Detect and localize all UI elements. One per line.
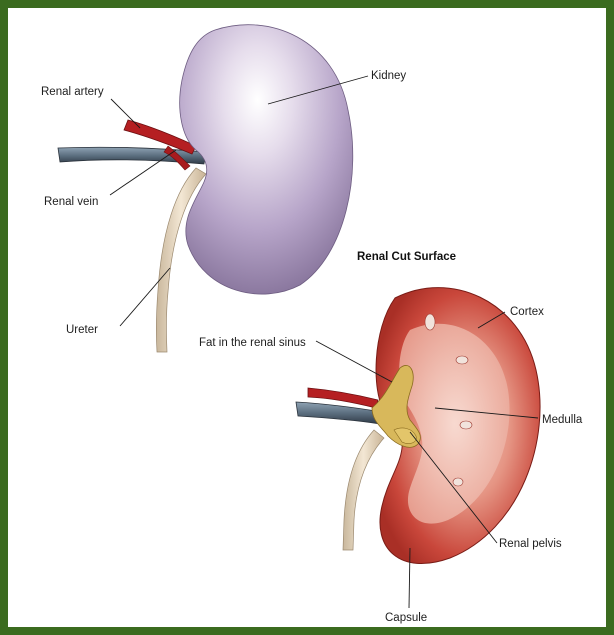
label-fat-renal-sinus: Fat in the renal sinus bbox=[199, 337, 306, 349]
label-ureter: Ureter bbox=[66, 324, 98, 336]
label-renal-vein: Renal vein bbox=[44, 196, 98, 208]
cut-kidney bbox=[296, 288, 540, 564]
label-cortex: Cortex bbox=[510, 306, 544, 318]
label-renal-pelvis: Renal pelvis bbox=[499, 538, 562, 550]
label-renal-artery: Renal artery bbox=[41, 86, 104, 98]
section-title: Renal Cut Surface bbox=[357, 251, 456, 263]
label-medulla: Medulla bbox=[542, 414, 583, 426]
label-capsule: Capsule bbox=[385, 612, 427, 624]
intact-kidney bbox=[58, 25, 353, 352]
kidney-body bbox=[180, 25, 353, 294]
label-kidney: Kidney bbox=[371, 70, 406, 82]
